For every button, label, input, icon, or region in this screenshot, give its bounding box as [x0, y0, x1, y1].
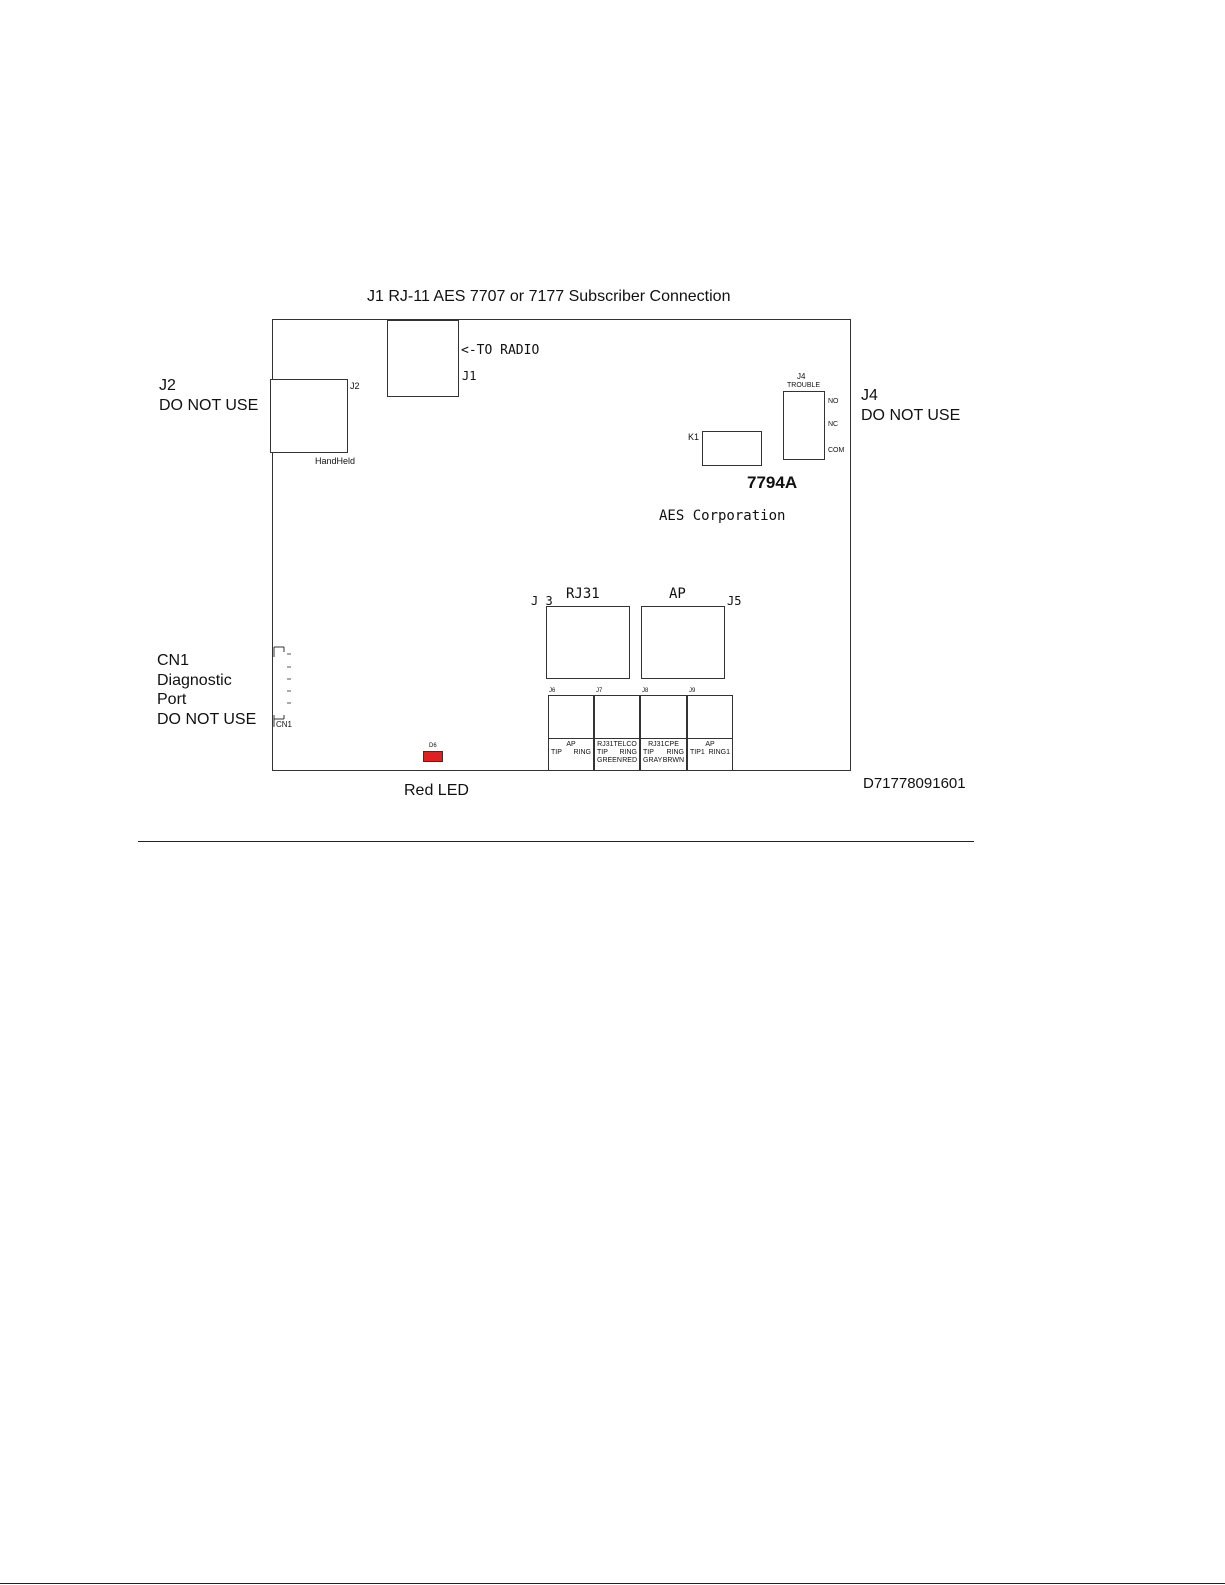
j3-rj31-jack [546, 606, 630, 679]
cn1-callout-ref: CN1 [157, 652, 190, 669]
j9-tip: TIP1 [690, 749, 705, 756]
section-divider [138, 841, 974, 842]
j7-ref-label: J7 [596, 688, 603, 694]
j1-connector [387, 320, 459, 397]
company-name: AES Corporation [659, 508, 786, 524]
diagram-title: J1 RJ-11 AES 7707 or 7177 Subscriber Con… [367, 288, 731, 305]
red-led [423, 751, 443, 762]
model-number: 7794A [747, 473, 798, 492]
j7-tip-color: GREEN [597, 757, 622, 764]
relay-nc-label: NC [828, 421, 839, 428]
j4-board-label: J4 [797, 372, 806, 381]
ap-label: AP [669, 586, 686, 602]
j5-label: J5 [727, 594, 742, 608]
relay-com-label: COM [828, 447, 845, 454]
drawing-number: D71778091601 [863, 775, 966, 792]
rj31-label: RJ31 [566, 586, 600, 602]
cn1-callout-warning: DO NOT USE [157, 710, 257, 728]
relay-no-label: NO [828, 398, 839, 405]
j4-callout-ref: J4 [861, 387, 878, 404]
j7-tip: TIP [597, 749, 608, 756]
j6-caption-title: AP [566, 741, 576, 748]
j8-ring: RING [666, 749, 685, 756]
j8-caption-pins: TIP RING [643, 749, 684, 757]
j6-terminal-block: AP TIP RING [548, 695, 594, 771]
j1-label: J1 [462, 369, 477, 383]
j7-ring: RING [619, 749, 638, 756]
cn1-callout-line2: Diagnostic [157, 671, 232, 689]
j5-ap-jack [641, 606, 725, 679]
j2-callout-warning: DO NOT USE [159, 397, 259, 414]
cn1-callout: CN1 Diagnostic Port DO NOT USE [157, 651, 256, 729]
page-bottom-rule [0, 1583, 1225, 1584]
j3-label: J 3 [531, 594, 553, 608]
trouble-label: TROUBLE [787, 382, 821, 389]
j7-caption-title: RJ31TELCO [597, 741, 637, 748]
j7-ring-color: RED [622, 757, 637, 764]
j6-caption-pins: TIP RING [551, 749, 591, 757]
cn1-board-label: CN1 [276, 720, 293, 729]
to-radio-label: <-TO RADIO [461, 343, 540, 358]
j4-connector [783, 391, 825, 460]
cn1-header [273, 646, 291, 727]
j2-connector [270, 379, 348, 453]
j2-callout: J2 DO NOT USE [159, 376, 258, 416]
j8-tip: TIP [643, 749, 654, 756]
k1-relay [702, 431, 762, 466]
red-led-callout: Red LED [404, 782, 469, 799]
j6-ring: RING [573, 749, 592, 756]
k1-label: K1 [688, 432, 700, 442]
j6-ref-label: J6 [549, 688, 556, 694]
j8-ref-label: J8 [642, 688, 649, 694]
j8-ring-color: BRWN [662, 757, 684, 764]
j2-callout-ref: J2 [159, 377, 176, 394]
j9-ref-label: J9 [689, 688, 696, 694]
j6-tip: TIP [551, 749, 562, 756]
j4-callout-warning: DO NOT USE [861, 407, 961, 424]
j9-ring: RING1 [708, 749, 730, 756]
j7-caption-pins: TIP RING [597, 749, 637, 757]
j8-tip-color: GRAY [643, 757, 663, 764]
j6-terminal-caption: AP TIP RING [549, 738, 593, 770]
handheld-label: HandHeld [315, 456, 356, 466]
j9-caption-title: AP [705, 741, 715, 748]
led-ref-label: D6 [429, 743, 437, 749]
j8-caption-title: RJ31CPE [648, 741, 679, 748]
cn1-callout-line3: Port [157, 691, 187, 708]
j2-board-label: J2 [350, 381, 360, 391]
j4-callout: J4 DO NOT USE [861, 386, 960, 426]
